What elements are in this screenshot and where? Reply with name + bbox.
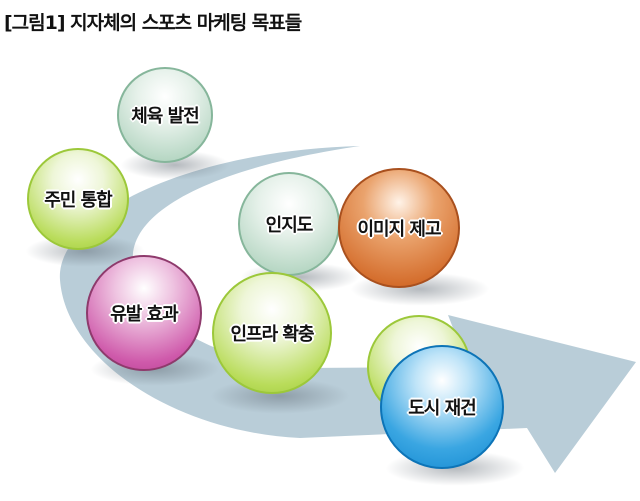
goal-label: 인프라 확충 [230,324,314,345]
goal-label: 인지도 [265,215,314,236]
goal-sphere-resident-integration: 주민 통합 [27,148,129,250]
goal-sphere-image-enhancement: 이미지 제고 [338,168,460,288]
goal-label: 유발 효과 [110,304,179,325]
goal-label: 주민 통합 [44,190,113,211]
goal-sphere-urban-regeneration: 도시 재건 [380,345,504,469]
goal-label: 이미지 제고 [357,219,441,240]
goal-label: 체육 발전 [131,106,200,127]
figure-title: [그림1] 지자체의 스포츠 마케팅 목표들 [4,12,302,34]
goal-sphere-sports-development: 체육 발전 [117,67,213,163]
goal-label: 도시 재건 [408,398,477,419]
goal-sphere-infrastructure: 인프라 확충 [212,272,332,394]
goal-sphere-awareness: 인지도 [238,172,340,276]
goal-sphere-induced-effect: 유발 효과 [86,255,202,371]
